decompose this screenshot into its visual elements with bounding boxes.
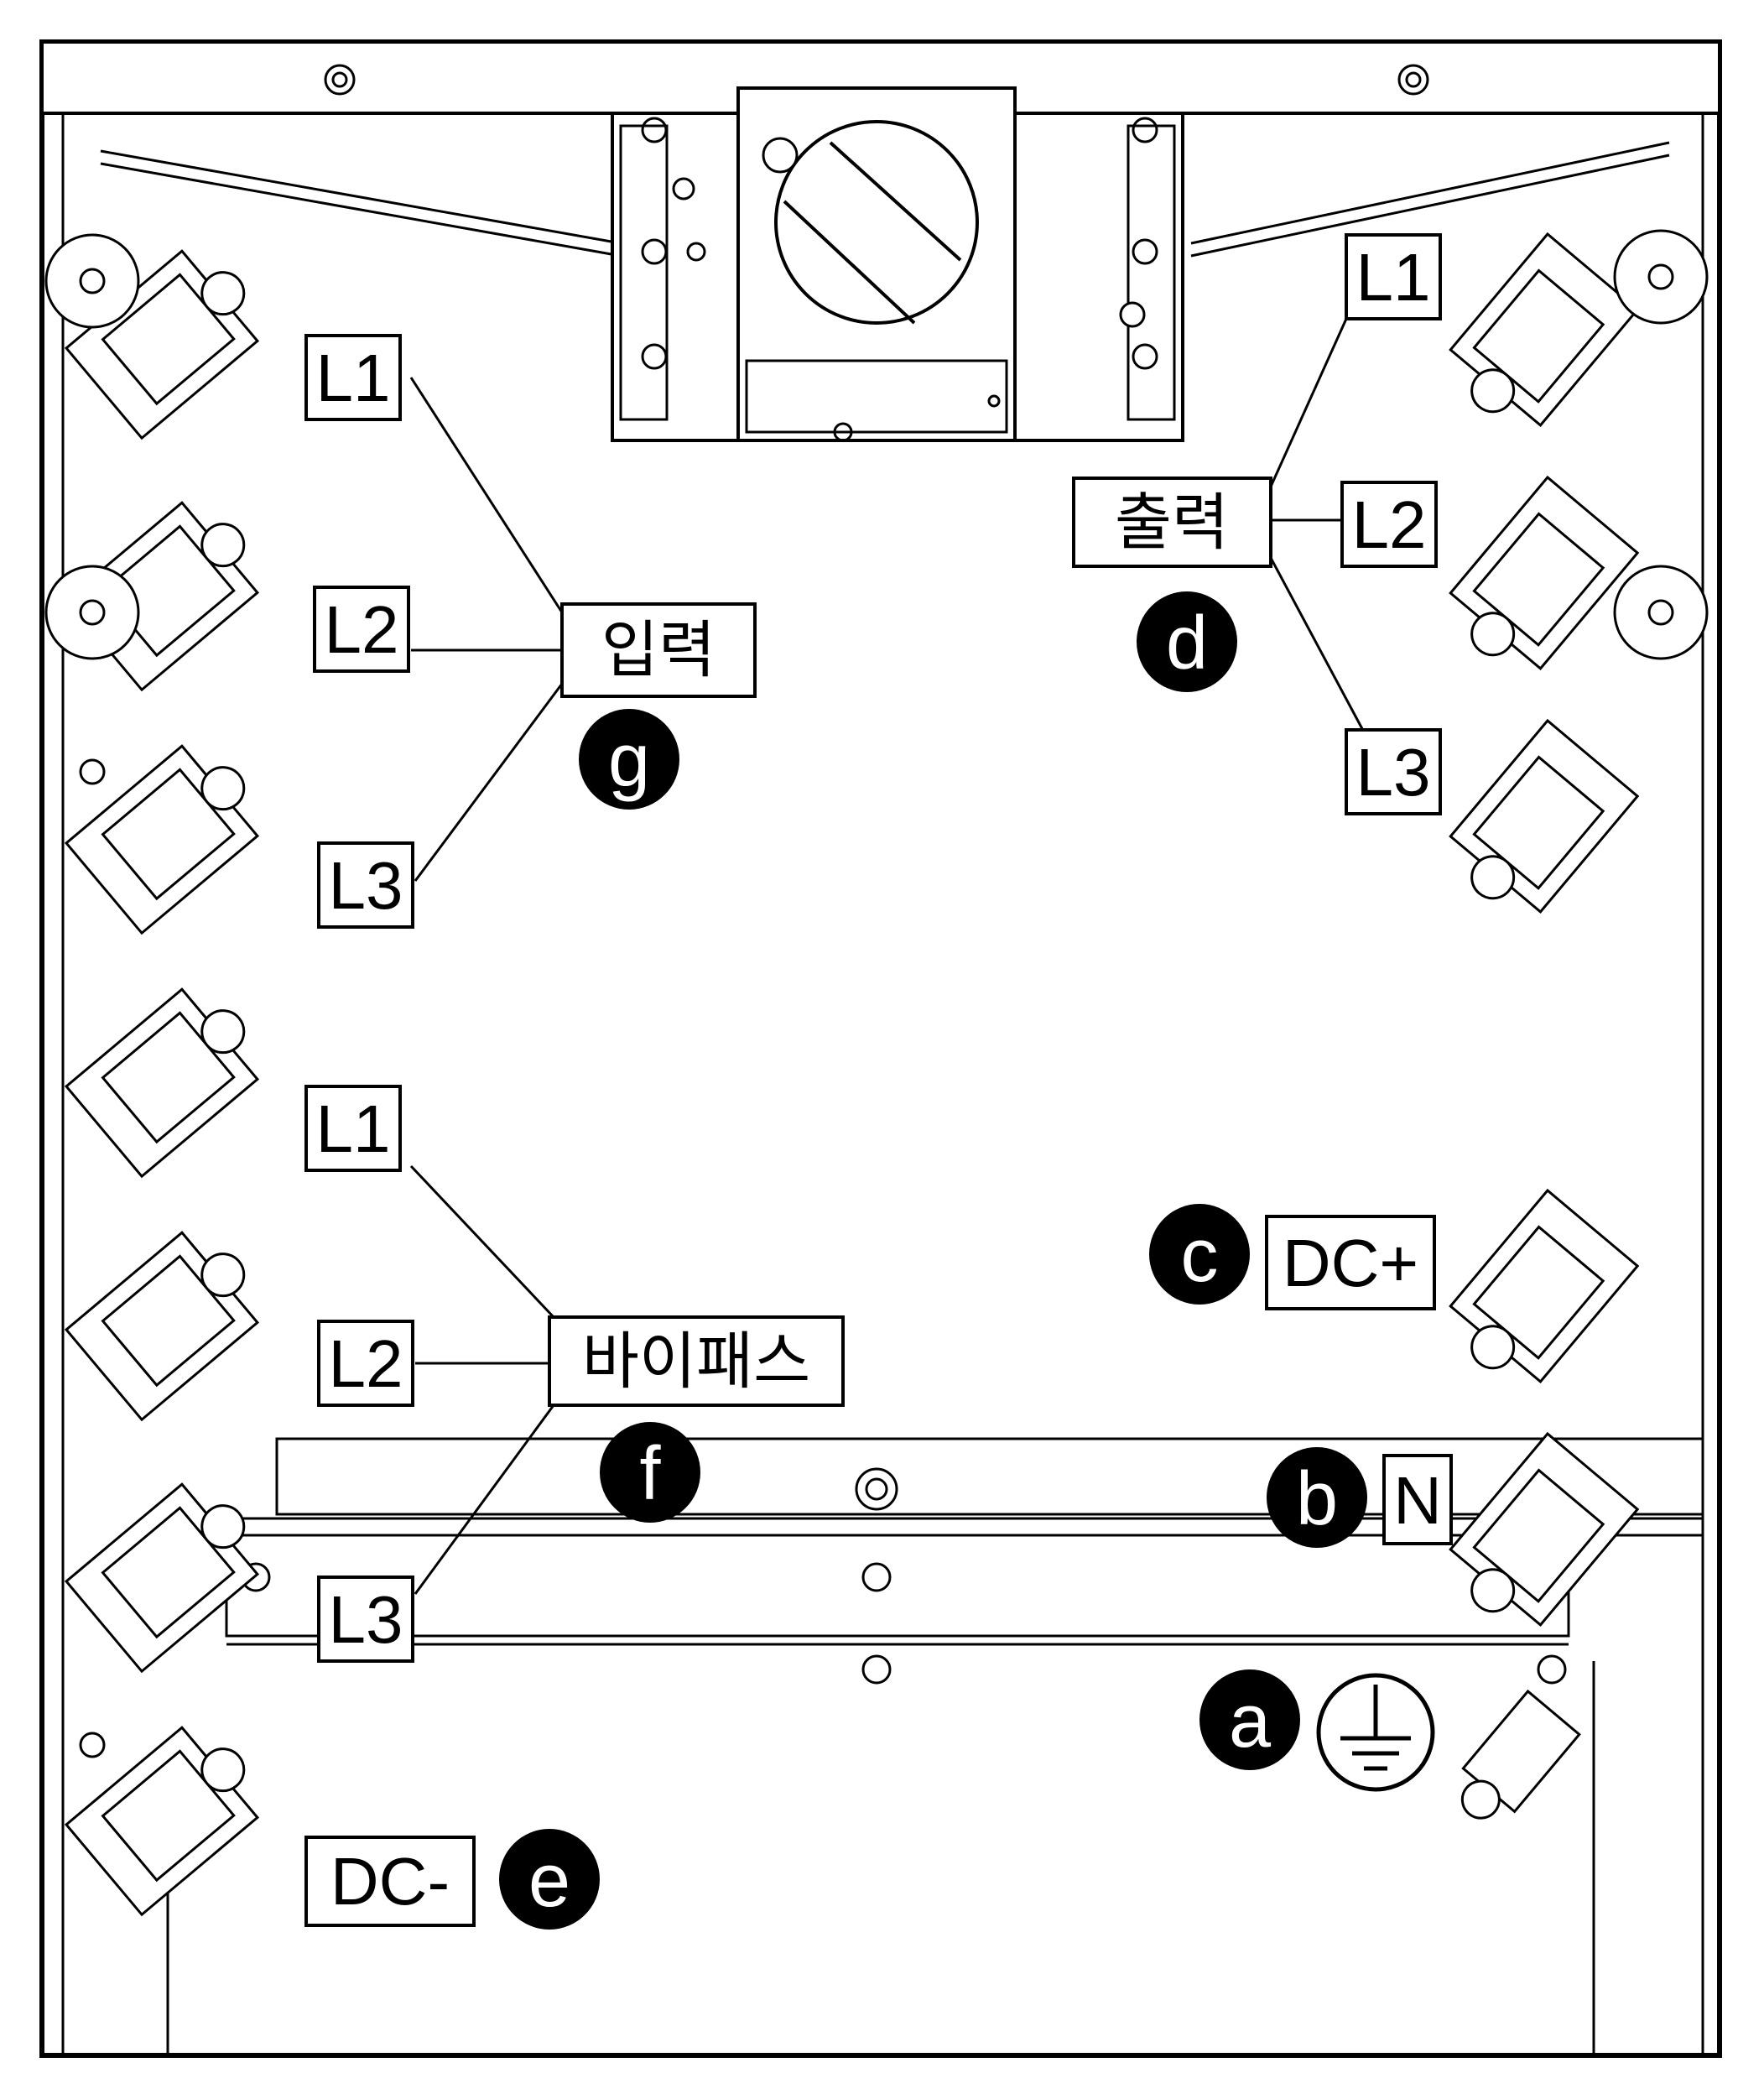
- output-l2-box: [1340, 481, 1438, 568]
- badge-b-letter: b: [1296, 1457, 1338, 1541]
- left-terminal-lug: [64, 1231, 260, 1422]
- dc-plus-label: DC+: [1283, 1226, 1418, 1300]
- output-l1-box: [1345, 233, 1442, 320]
- input-l3-box: [317, 841, 414, 929]
- right-terminal-lug: [1460, 1689, 1581, 1820]
- badge-f-letter: f: [639, 1432, 661, 1516]
- badge-d: [1137, 591, 1237, 692]
- badge-c-letter: c: [1181, 1214, 1219, 1298]
- bypass-group: L1 L2 L3 바이패스 f: [304, 1085, 845, 1663]
- output-l1-label: L1: [1356, 240, 1431, 315]
- bypass-l3-box: [317, 1576, 414, 1663]
- bypass-title: 바이패스: [582, 1326, 810, 1398]
- input-l2-box: [313, 586, 410, 673]
- badge-a-letter: a: [1229, 1680, 1272, 1763]
- badge-g-letter: g: [608, 719, 650, 803]
- input-group: L1 L2 L3 입력 g: [304, 334, 757, 929]
- input-title-box: [560, 602, 757, 698]
- output-title-box: [1072, 477, 1272, 568]
- right-terminal-stack: [1449, 229, 1709, 1820]
- input-l1-label: L1: [316, 341, 391, 415]
- neutral-label: N: [1393, 1463, 1442, 1538]
- right-terminal-lug: [1449, 232, 1640, 428]
- input-title: 입력: [601, 614, 715, 686]
- right-terminal-lug: [1449, 1431, 1640, 1628]
- dc-minus-box: [304, 1836, 476, 1927]
- right-terminal-lug: [1449, 718, 1640, 914]
- output-title: 출력: [1115, 487, 1229, 559]
- input-l1-box: [304, 334, 402, 421]
- left-terminal-lug: [64, 1726, 260, 1917]
- right-terminal-lug: [1449, 475, 1640, 671]
- neutral-terminal: b N: [1267, 1447, 1453, 1548]
- badge-e: [499, 1829, 600, 1930]
- ground-terminal: a: [1199, 1669, 1435, 1792]
- badge-g: [579, 709, 679, 810]
- badge-a: [1199, 1669, 1300, 1770]
- output-l2-label: L2: [1352, 487, 1427, 562]
- badge-f: [600, 1422, 700, 1523]
- input-l3-label: L3: [329, 848, 403, 923]
- bypass-l1-box: [304, 1085, 402, 1172]
- bypass-l2-label: L2: [329, 1326, 403, 1401]
- input-l2-label: L2: [325, 592, 399, 667]
- dc-plus-terminal: c DC+: [1149, 1204, 1436, 1310]
- bypass-l1-label: L1: [316, 1091, 391, 1166]
- neutral-box: [1382, 1454, 1453, 1545]
- dc-plus-box: [1265, 1215, 1436, 1310]
- leader-lines: [409, 318, 1369, 1595]
- left-terminal-lug: [64, 987, 260, 1179]
- right-terminal-lug: [1449, 1188, 1640, 1384]
- left-terminal-lug: [64, 249, 260, 440]
- output-group: L1 L2 L3 출력 d: [1072, 233, 1442, 815]
- main-switch: [611, 86, 1184, 442]
- dc-minus-terminal: DC- e: [304, 1829, 600, 1930]
- left-terminal-lug: [64, 744, 260, 935]
- badge-c: [1149, 1204, 1250, 1305]
- output-l3-box: [1345, 728, 1442, 815]
- ground-symbol-icon: [1316, 1673, 1435, 1792]
- badge-d-letter: d: [1166, 602, 1208, 685]
- bypass-title-box: [548, 1315, 845, 1407]
- badge-e-letter: e: [528, 1839, 570, 1923]
- badge-b: [1267, 1447, 1367, 1548]
- left-terminal-lug: [64, 1482, 260, 1674]
- bypass-l2-box: [317, 1320, 414, 1407]
- output-l3-label: L3: [1356, 735, 1431, 810]
- left-terminal-stack: [44, 233, 260, 1917]
- dc-minus-label: DC-: [330, 1844, 450, 1919]
- bypass-l3-label: L3: [329, 1582, 403, 1657]
